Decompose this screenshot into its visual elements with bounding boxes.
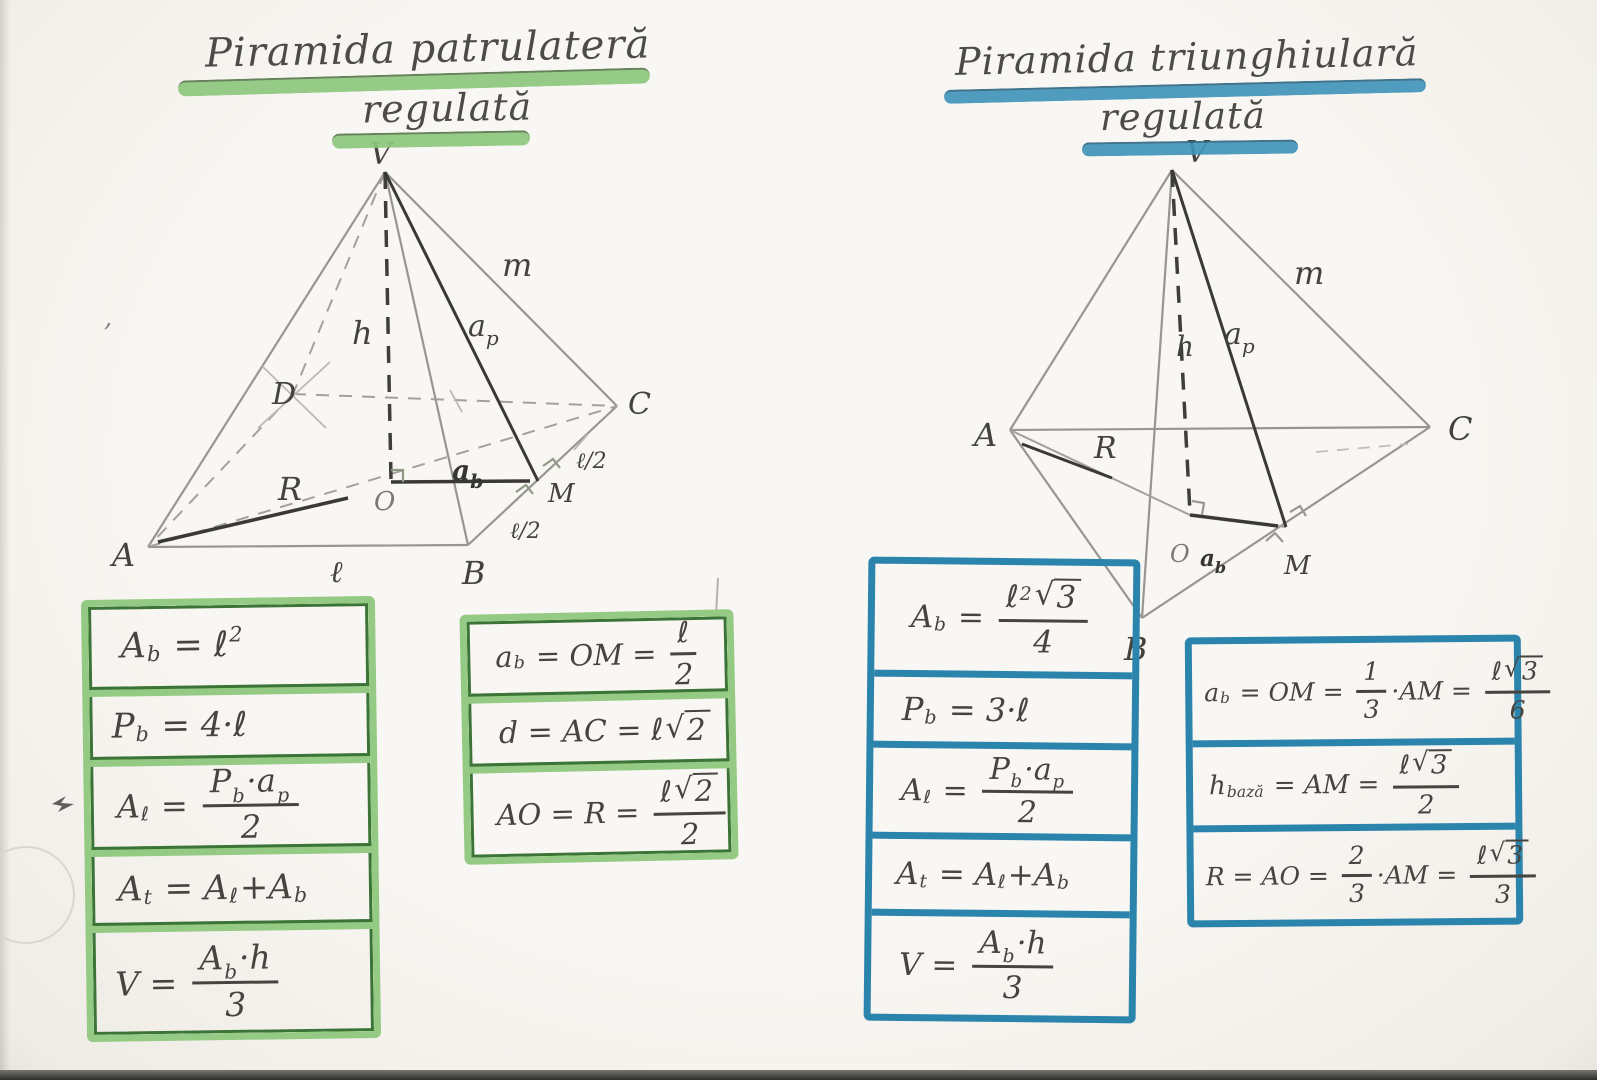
vertex-label-b: B [461,554,486,592]
page-edge-shadow [0,0,10,1080]
edge-label-m: m [1294,254,1324,292]
left-title-line1: Piramida patrulateră [204,21,651,77]
vertex-label-a: A [109,536,135,574]
base-apothem-label-ab: ab [1200,545,1226,577]
center-label-o: O [1170,540,1190,568]
vertex-label-b: B [1123,630,1148,668]
vertex-label-c: C [628,387,651,422]
left-pyramid-diagram: V h m ap D C R O ab M ℓ/2 ℓ/2 ℓ A B [109,137,651,592]
vertex-label-a: A [971,416,997,454]
right-title-line2: regulată [1099,93,1267,140]
height-label-h: h [352,314,373,352]
height-label-h: h [1176,330,1194,363]
radius-label-r: R [1093,431,1117,466]
base-apothem-label-ab: ab [452,454,483,493]
apothem-label-ap: ap [1224,317,1255,358]
photo-bottom-edge [0,1070,1597,1080]
svg-text:,: , [104,303,112,333]
edge-label-m: m [502,246,532,284]
vertex-label-d: D [271,377,296,412]
midpoint-label-m: M [547,479,576,509]
half-side-label: ℓ/2 [576,449,607,474]
right-pyramid-diagram: V m h ap A C R O ab M B [971,135,1472,668]
left-title-line2: regulată [361,84,533,132]
side-label-l: ℓ [330,555,343,590]
formula-row: d = AC = ℓ√2 [468,698,729,763]
midpoint-label-m: M [1283,551,1312,581]
radius-label-r: R [277,470,302,508]
stray-marks: , [0,303,719,944]
apothem-label-ap: ap [468,309,499,350]
vertex-label-c: C [1448,410,1472,448]
center-label-o: O [374,487,395,517]
formula: d = AC = ℓ√2 [498,709,712,752]
half-side-label: ℓ/2 [510,519,541,544]
